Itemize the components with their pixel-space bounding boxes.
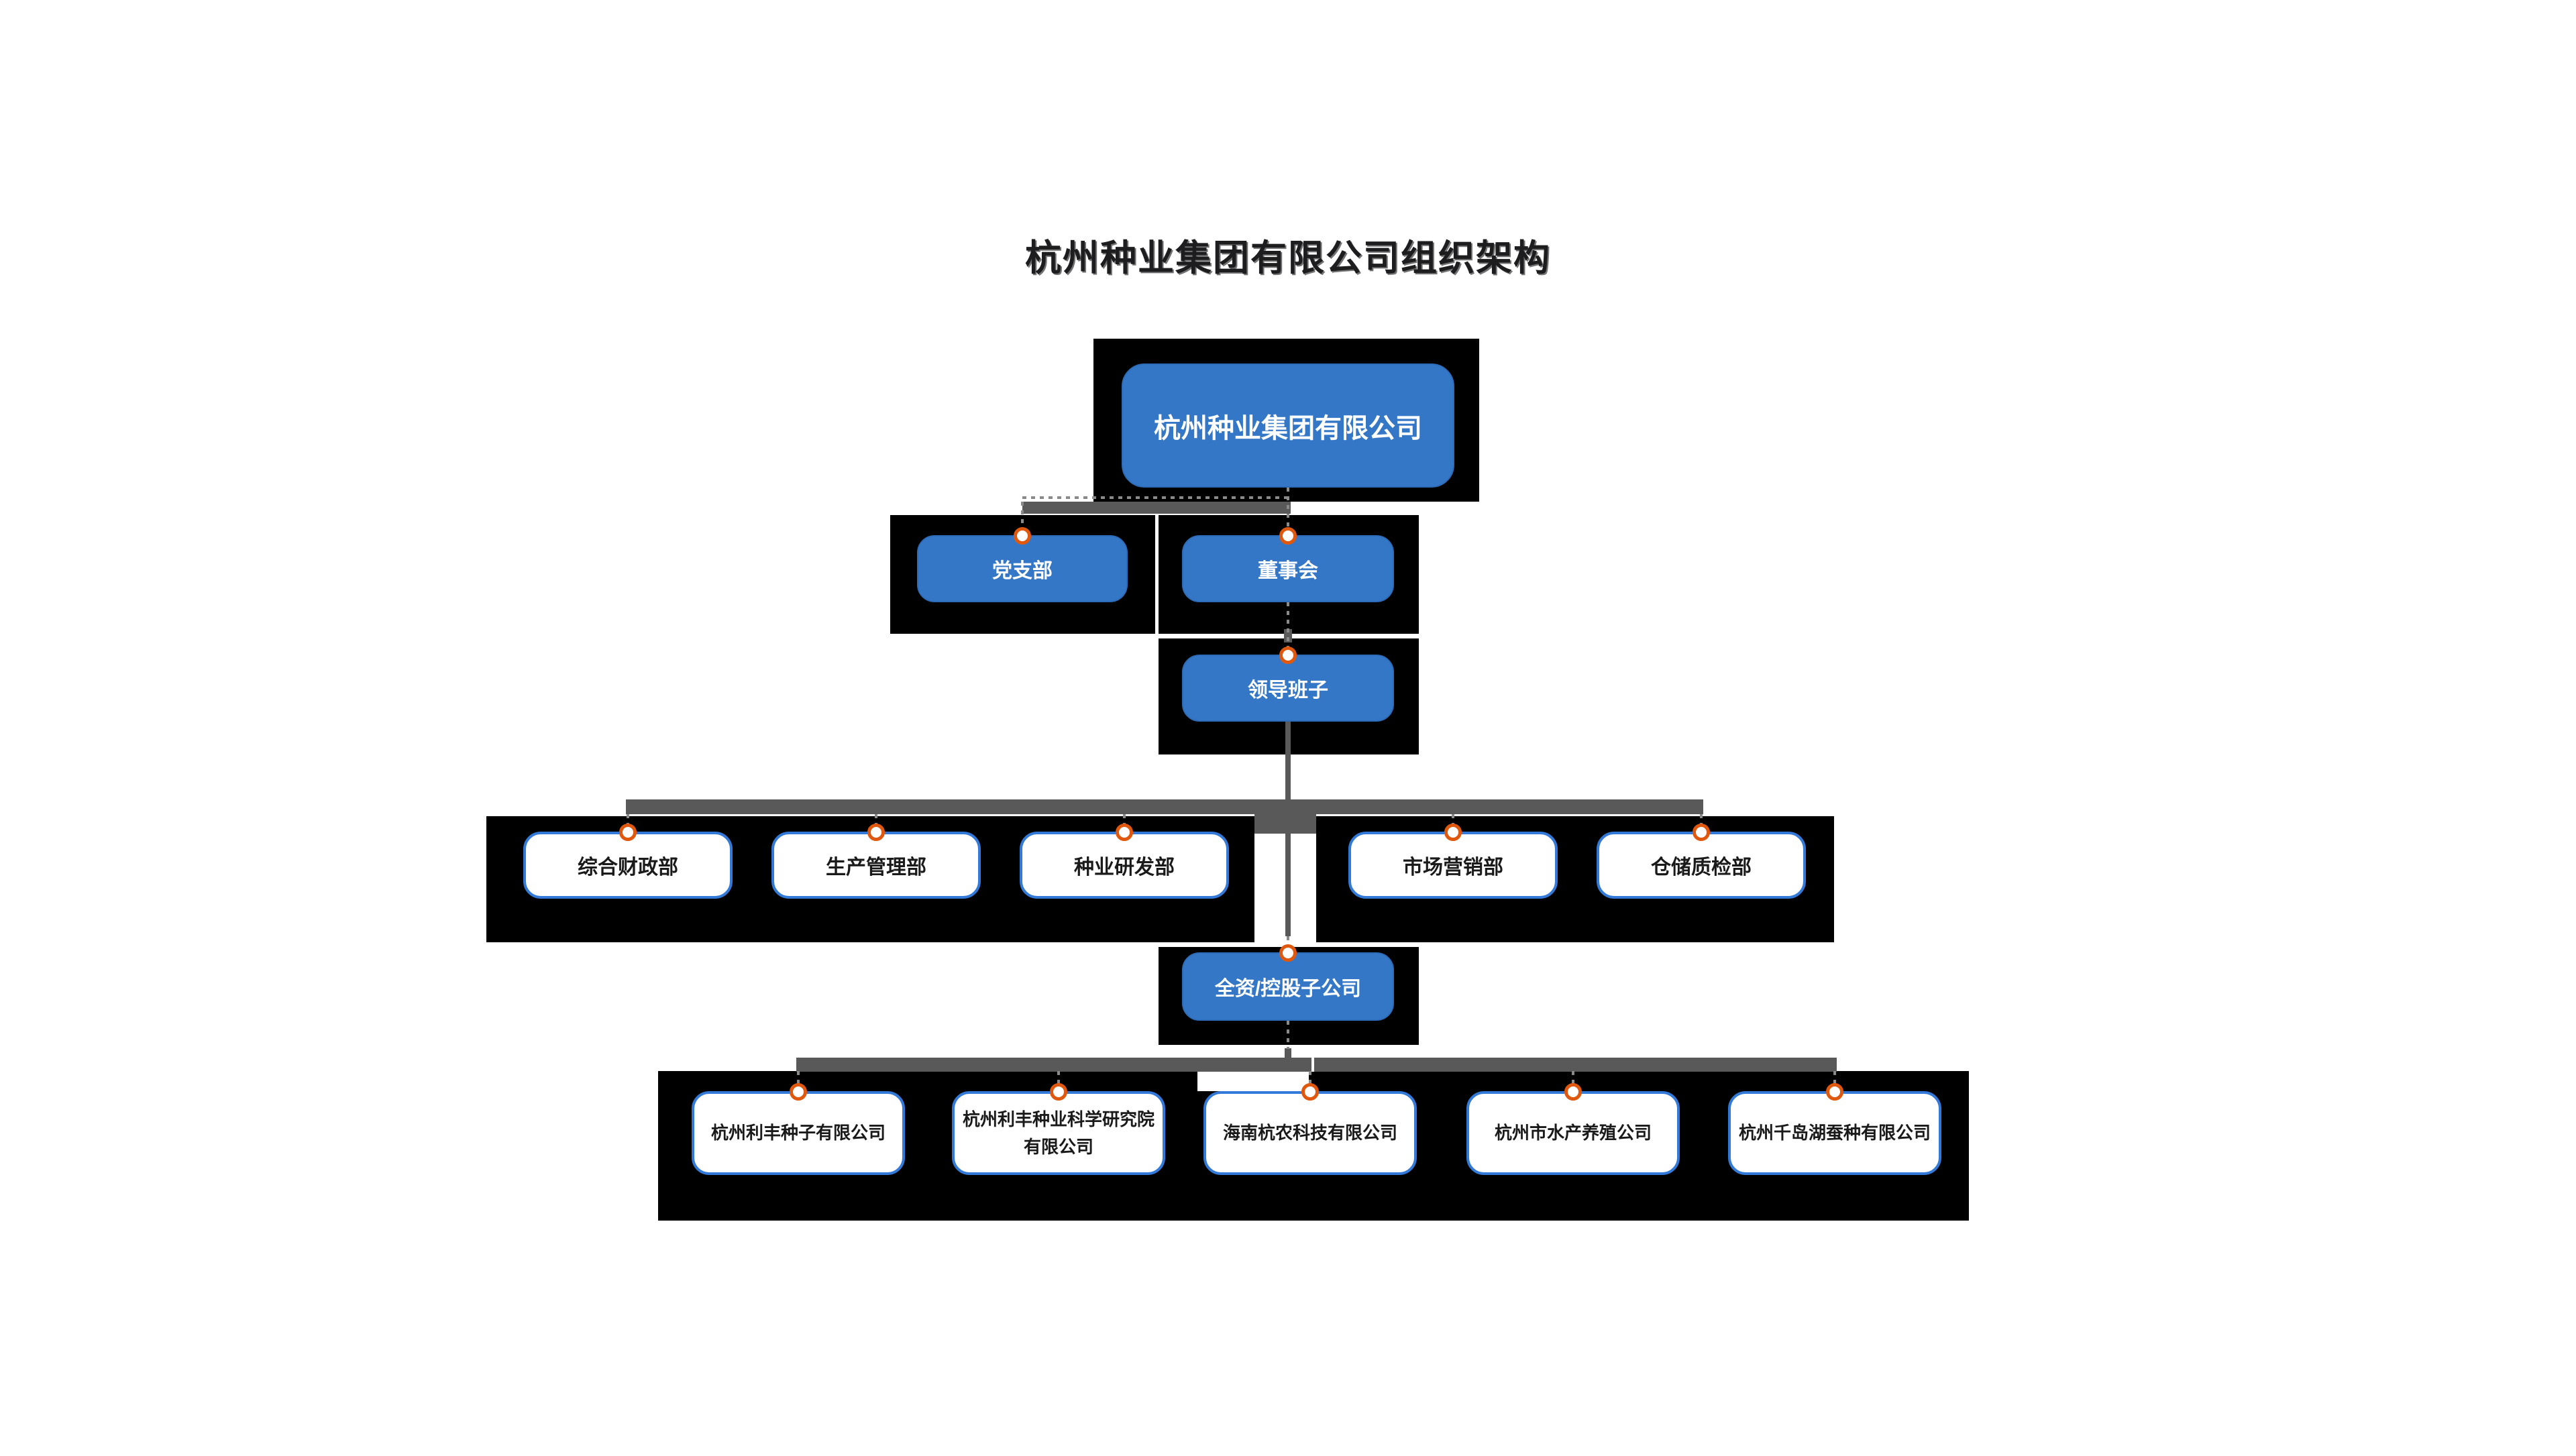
node-leadership-label: 领导班子 <box>1248 679 1328 702</box>
connector-drop-sub-5 <box>1833 1071 1836 1089</box>
subsidiaries-bar-break <box>1311 1058 1314 1072</box>
node-board[interactable]: 董事会 <box>1182 535 1394 602</box>
node-root-label: 杭州种业集团有限公司 <box>1154 413 1422 443</box>
connector-port-dept-4 <box>1444 824 1462 841</box>
connector-drop-dept-5 <box>1700 814 1703 832</box>
connector-leadership-to-bar <box>1285 722 1291 799</box>
node-sub-aquaculture-label: 杭州市水产养殖公司 <box>1494 1123 1652 1143</box>
connector-holding-to-bar <box>1287 1021 1289 1049</box>
connector-port-dept-5 <box>1693 824 1710 841</box>
node-sub-aquaculture[interactable]: 杭州市水产养殖公司 <box>1466 1091 1680 1175</box>
connector-bar-to-party-branch <box>1021 502 1024 534</box>
connector-subsidiaries-bar <box>796 1058 1837 1072</box>
node-sub-hainan-hangnong[interactable]: 海南杭农科技有限公司 <box>1203 1091 1417 1175</box>
node-sub-lifeng-seed-label: 杭州利丰种子有限公司 <box>710 1123 885 1143</box>
connector-port-holding <box>1279 944 1297 962</box>
node-dept-finance[interactable]: 综合财政部 <box>523 832 733 899</box>
connector-port-dept-1 <box>619 824 637 841</box>
chart-title: 杭州种业集团有限公司组织架构 <box>1025 238 1551 278</box>
connector-port-party-branch <box>1014 527 1031 545</box>
node-sub-lifeng-research-label: 杭州利丰种业科学研究院有限公司 <box>963 1109 1155 1157</box>
connector-board-to-leadership <box>1287 602 1289 652</box>
connector-port-sub-4 <box>1564 1083 1582 1101</box>
connector-drop-sub-3 <box>1309 1071 1311 1089</box>
connector-port-leadership <box>1279 647 1297 664</box>
node-holding-subsidiaries[interactable]: 全资/控股子公司 <box>1182 952 1394 1021</box>
node-dept-finance-label: 综合财政部 <box>578 856 678 879</box>
connector-drop-dept-1 <box>627 814 629 832</box>
node-party-branch-label: 党支部 <box>992 560 1053 582</box>
connector-drop-sub-4 <box>1572 1071 1574 1089</box>
connector-port-dept-3 <box>1116 824 1133 841</box>
node-dept-warehouse-qc-label: 仓储质检部 <box>1651 856 1752 879</box>
node-dept-production[interactable]: 生产管理部 <box>771 832 981 899</box>
node-dept-marketing[interactable]: 市场营销部 <box>1348 832 1558 899</box>
connector-port-sub-1 <box>790 1083 807 1101</box>
node-sub-qiandaohu-silkworm[interactable]: 杭州千岛湖蚕种有限公司 <box>1728 1091 1941 1175</box>
connector-port-sub-5 <box>1826 1083 1843 1101</box>
node-root-company[interactable]: 杭州种业集团有限公司 <box>1122 363 1454 488</box>
connector-drop-dept-4 <box>1452 814 1454 832</box>
connector-drop-dept-2 <box>875 814 877 832</box>
connector-bar-to-holding-dotted <box>1287 936 1289 950</box>
connector-port-sub-3 <box>1301 1083 1319 1101</box>
connector-port-dept-2 <box>867 824 885 841</box>
node-dept-marketing-label: 市场营销部 <box>1403 856 1503 879</box>
node-board-label: 董事会 <box>1258 560 1318 582</box>
connector-port-sub-2 <box>1050 1083 1067 1101</box>
subsidiaries-slot-notch <box>1197 1071 1309 1091</box>
node-sub-hainan-hangnong-label: 海南杭农科技有限公司 <box>1222 1123 1397 1143</box>
node-sub-qiandaohu-silkworm-label: 杭州千岛湖蚕种有限公司 <box>1739 1123 1931 1143</box>
connector-bar-to-holding-line <box>1285 834 1291 936</box>
connector-drop-dept-3 <box>1123 814 1126 832</box>
connector-departments-bar-stub <box>1254 814 1316 834</box>
connector-root-governance-horizontal <box>1022 496 1288 499</box>
node-dept-production-label: 生产管理部 <box>826 856 926 879</box>
node-dept-rnd[interactable]: 种业研发部 <box>1020 832 1229 899</box>
connector-root-to-board <box>1287 488 1289 533</box>
node-leadership[interactable]: 领导班子 <box>1182 655 1394 722</box>
node-sub-lifeng-seed[interactable]: 杭州利丰种子有限公司 <box>692 1091 905 1175</box>
node-dept-rnd-label: 种业研发部 <box>1074 856 1175 879</box>
node-sub-lifeng-research[interactable]: 杭州利丰种业科学研究院有限公司 <box>952 1091 1165 1175</box>
node-holding-label: 全资/控股子公司 <box>1214 978 1362 1000</box>
connector-root-governance-bar <box>1022 502 1291 514</box>
node-dept-warehouse-qc[interactable]: 仓储质检部 <box>1597 832 1806 899</box>
connector-departments-bar <box>626 799 1703 814</box>
connector-drop-sub-1 <box>797 1071 800 1089</box>
node-party-branch[interactable]: 党支部 <box>917 535 1128 602</box>
connector-holding-bar-stub <box>1285 1048 1291 1058</box>
connector-port-board <box>1279 527 1297 545</box>
connector-drop-sub-2 <box>1057 1071 1060 1089</box>
